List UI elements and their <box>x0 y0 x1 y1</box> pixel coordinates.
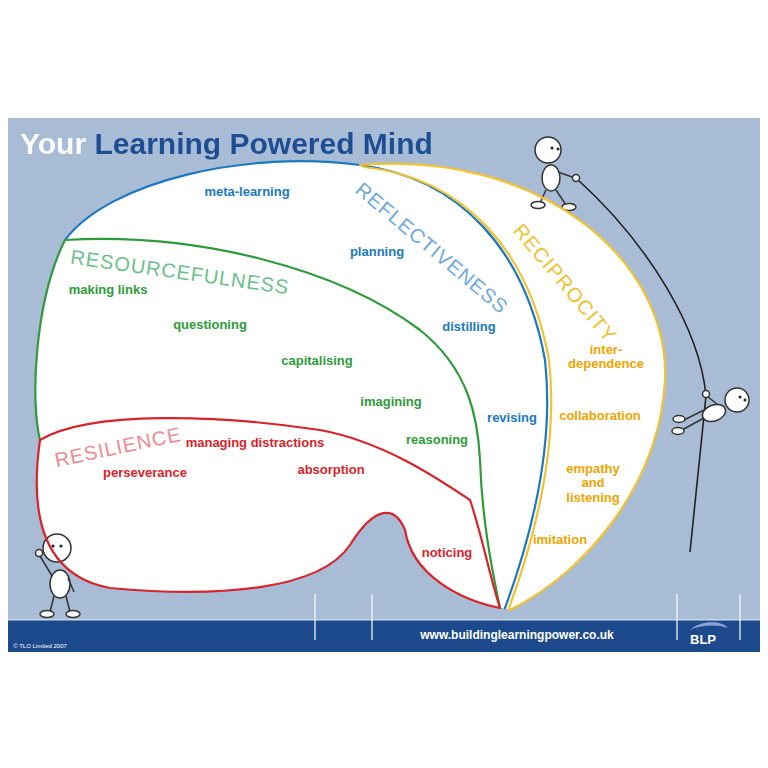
logo-text: BLP <box>690 633 716 647</box>
skill-word: revising <box>487 411 537 425</box>
skill-word: making links <box>69 283 148 297</box>
skill-word: perseverance <box>103 466 187 480</box>
skill-word: imitation <box>533 533 587 547</box>
skill-word: questioning <box>173 318 247 332</box>
poster-title: Your Learning Powered Mind <box>20 127 433 160</box>
blp-swoosh <box>690 622 728 630</box>
region-border <box>65 161 547 608</box>
region-border <box>40 418 500 608</box>
skill-word: empathy and listening <box>557 462 629 505</box>
skill-word: meta-learning <box>204 185 289 199</box>
brain-fill <box>35 161 547 608</box>
skill-word: absorption <box>297 463 364 477</box>
region-border <box>37 440 500 608</box>
skill-word: collaboration <box>559 409 641 423</box>
copyright-note: © TLO Limited 2007 <box>13 643 67 650</box>
skill-word: planning <box>350 245 404 259</box>
hanging-figure <box>672 388 749 435</box>
skill-word: capitalising <box>281 354 353 368</box>
bottom-band <box>8 620 760 652</box>
region-border <box>360 164 665 610</box>
skill-word: noticing <box>422 546 473 560</box>
waving-figure <box>36 534 81 618</box>
skill-word: reasoning <box>406 433 468 447</box>
skill-word: managing distractions <box>186 436 325 450</box>
tick-lines <box>8 594 760 640</box>
skill-word: distilling <box>442 320 495 334</box>
skill-word: imagining <box>360 395 421 409</box>
region-border <box>35 239 500 608</box>
web-address: www.buildinglearningpower.co.uk <box>420 629 614 642</box>
region-heading: RESILIENCE <box>53 423 184 471</box>
standing-figure <box>531 137 580 211</box>
skill-word: inter- dependence <box>566 343 646 372</box>
poster-ground <box>8 118 760 652</box>
